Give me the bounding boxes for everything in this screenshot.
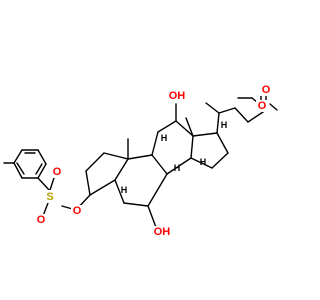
bond-a-2: [85, 152, 105, 172]
bond-ar-6: [37, 163, 47, 179]
bond-chain-3: [218, 107, 236, 114]
bond-b-1: [127, 154, 153, 160]
bond-d-2: [211, 152, 229, 169]
atom-o-sulfonate: O: [73, 205, 82, 217]
atom-o-carbonyl: O: [262, 84, 271, 96]
bond-ar-double-3: [35, 163, 43, 175]
molecule-structure: O O OH OH O S O O H H H H H: [3, 84, 278, 238]
bond-s-ring: [37, 177, 51, 192]
bond-b-2: [114, 158, 129, 181]
bond-d-4: [190, 135, 194, 159]
bond-c20-methyl: [205, 102, 220, 114]
bond-c-5: [166, 157, 192, 175]
bond-ar-3: [13, 149, 23, 164]
bond-ar-double-1: [16, 162, 25, 175]
atom-o-sulfonyl-1: O: [53, 166, 62, 178]
bond-d-5: [192, 132, 218, 137]
bond-o-carbonyl: [269, 103, 278, 111]
bond-chain-2: [234, 107, 249, 123]
bond-b-4: [123, 202, 149, 207]
atom-o-sulfonyl-2: O: [37, 214, 46, 226]
bond-b-5: [147, 173, 168, 207]
bond-c-1: [175, 120, 194, 137]
bond-ar-2: [13, 162, 23, 179]
atom-h-14: H: [200, 157, 207, 167]
bond-s-o-2: [42, 202, 49, 217]
bond-c20-c17: [216, 112, 220, 134]
atom-h-17: H: [221, 120, 228, 130]
bond-a-4: [89, 179, 116, 196]
bond-ar-5: [37, 149, 47, 165]
atom-labels: O O OH OH O S O O H H H H H: [35, 84, 272, 238]
bond-d-1: [216, 132, 229, 154]
atom-s: S: [46, 191, 53, 203]
atom-h-5: H: [121, 185, 128, 195]
bond-b-3: [114, 179, 125, 204]
bond-c13-methyl: [185, 117, 194, 137]
bond-c-3: [151, 131, 159, 156]
bond-a-3: [85, 170, 91, 196]
atom-h-9: H: [161, 133, 168, 143]
atom-oh-7: OH: [154, 226, 171, 238]
bond-network: [3, 91, 278, 231]
atom-h-8: H: [174, 163, 181, 173]
bond-c-4: [151, 154, 168, 175]
bond-a-1: [103, 152, 129, 160]
atom-o-ester: O: [258, 100, 267, 112]
bond-d-3: [190, 157, 213, 169]
bond-c-2: [157, 120, 177, 133]
atom-oh-12: OH: [169, 90, 186, 102]
